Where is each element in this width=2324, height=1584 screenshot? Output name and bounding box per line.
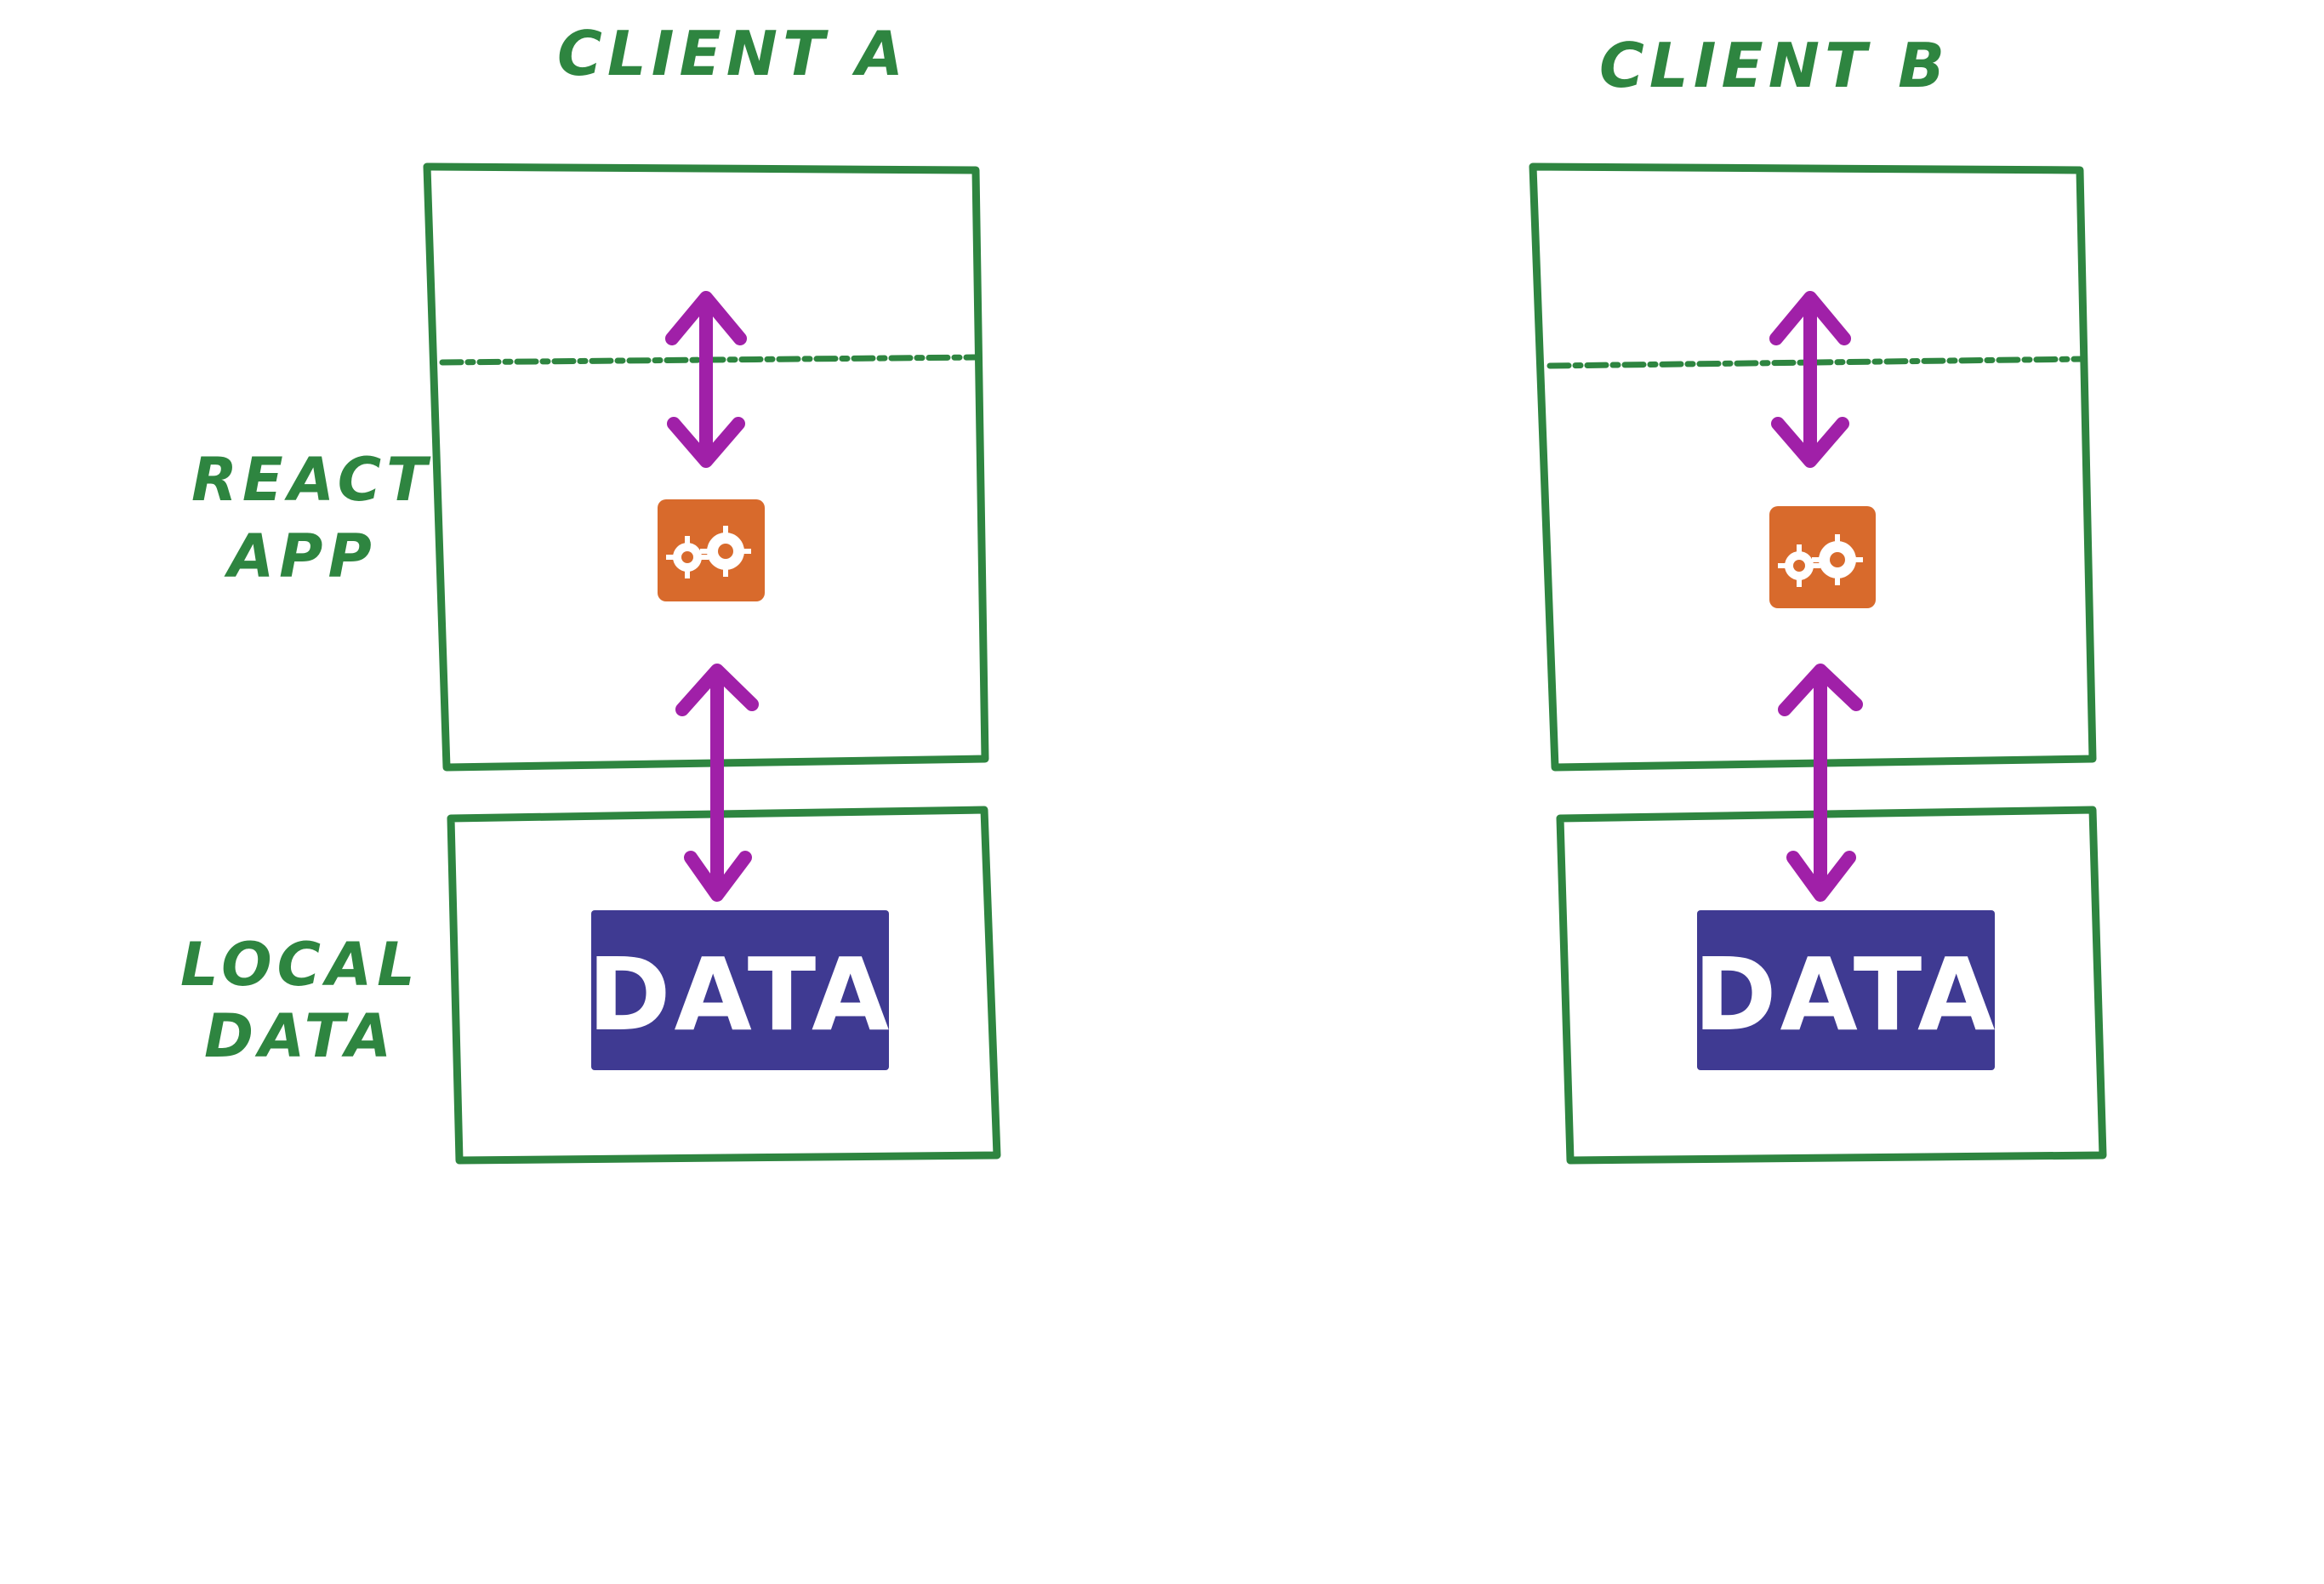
row-label-react-app: REACT APP xyxy=(191,445,432,591)
client-b-lower-arrow-icon xyxy=(1778,664,1863,902)
client-b-react-app-box xyxy=(1529,162,2097,772)
client-a-data-label: DATA xyxy=(588,936,893,1053)
client-a-title: CLIENT A xyxy=(557,18,909,89)
client-b-data-label: DATA xyxy=(1694,936,1999,1053)
row-label-local-data-line2: DATA xyxy=(204,1001,396,1071)
client-b: CLIENT B xyxy=(1529,30,2107,1165)
client-b-local-data-box xyxy=(1556,806,2107,1165)
client-b-engine-gears-icon xyxy=(1769,506,1876,608)
client-a-engine-gears-icon xyxy=(658,499,765,601)
client-b-data-block: DATA xyxy=(1694,910,1999,1070)
row-label-react-app-line1: REACT xyxy=(191,445,432,515)
row-label-local-data-line1: LOCAL xyxy=(180,930,420,1000)
client-a-local-data-box xyxy=(447,806,1001,1165)
client-a: CLIENT A xyxy=(423,18,1001,1165)
client-b-upper-arrow-icon xyxy=(1769,291,1851,468)
client-a-upper-arrow-icon xyxy=(665,291,747,468)
row-label-local-data: LOCAL DATA xyxy=(180,930,420,1071)
client-a-lower-arrow-icon xyxy=(675,664,759,902)
client-a-data-block: DATA xyxy=(588,910,893,1070)
client-b-title: CLIENT B xyxy=(1599,30,1950,101)
client-a-react-app-box xyxy=(423,162,989,772)
row-label-react-app-line2: APP xyxy=(224,521,377,591)
